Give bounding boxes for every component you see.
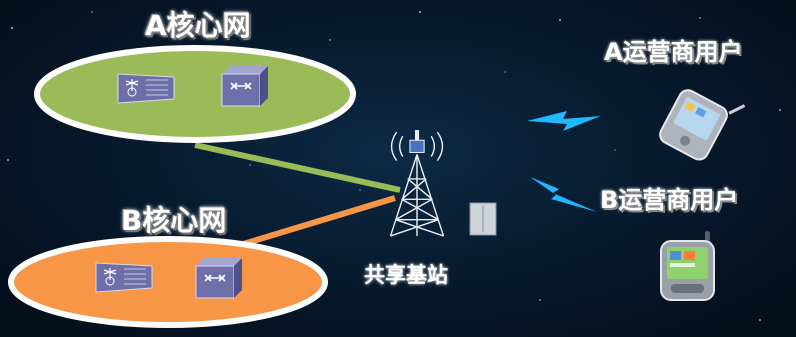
equipment-cabinet-icon [469, 202, 497, 236]
phone-icon [660, 231, 715, 301]
core-b-network [8, 236, 328, 328]
cell-tower-icon [389, 129, 497, 237]
operator-b-user-label: B运营商用户 [600, 186, 739, 214]
wireless-link-a-icon [527, 111, 601, 131]
core-b-ellipse [8, 236, 328, 328]
core-a-ellipse [34, 45, 356, 143]
switch-icon [221, 66, 268, 107]
base-station-label: 共享基站 [364, 263, 448, 287]
router-icon [95, 262, 153, 293]
core-b-title: B核心网 [121, 204, 227, 237]
switch-icon [195, 258, 242, 299]
core-b-link [239, 195, 396, 248]
core-a-title: A核心网 [145, 9, 251, 42]
operator-a-user-label: A运营商用户 [604, 38, 743, 66]
pda-icon [659, 89, 746, 161]
wireless-link-b-icon [530, 177, 597, 212]
core-a-link [194, 142, 401, 193]
router-icon [117, 73, 175, 104]
core-a-network [34, 45, 356, 143]
